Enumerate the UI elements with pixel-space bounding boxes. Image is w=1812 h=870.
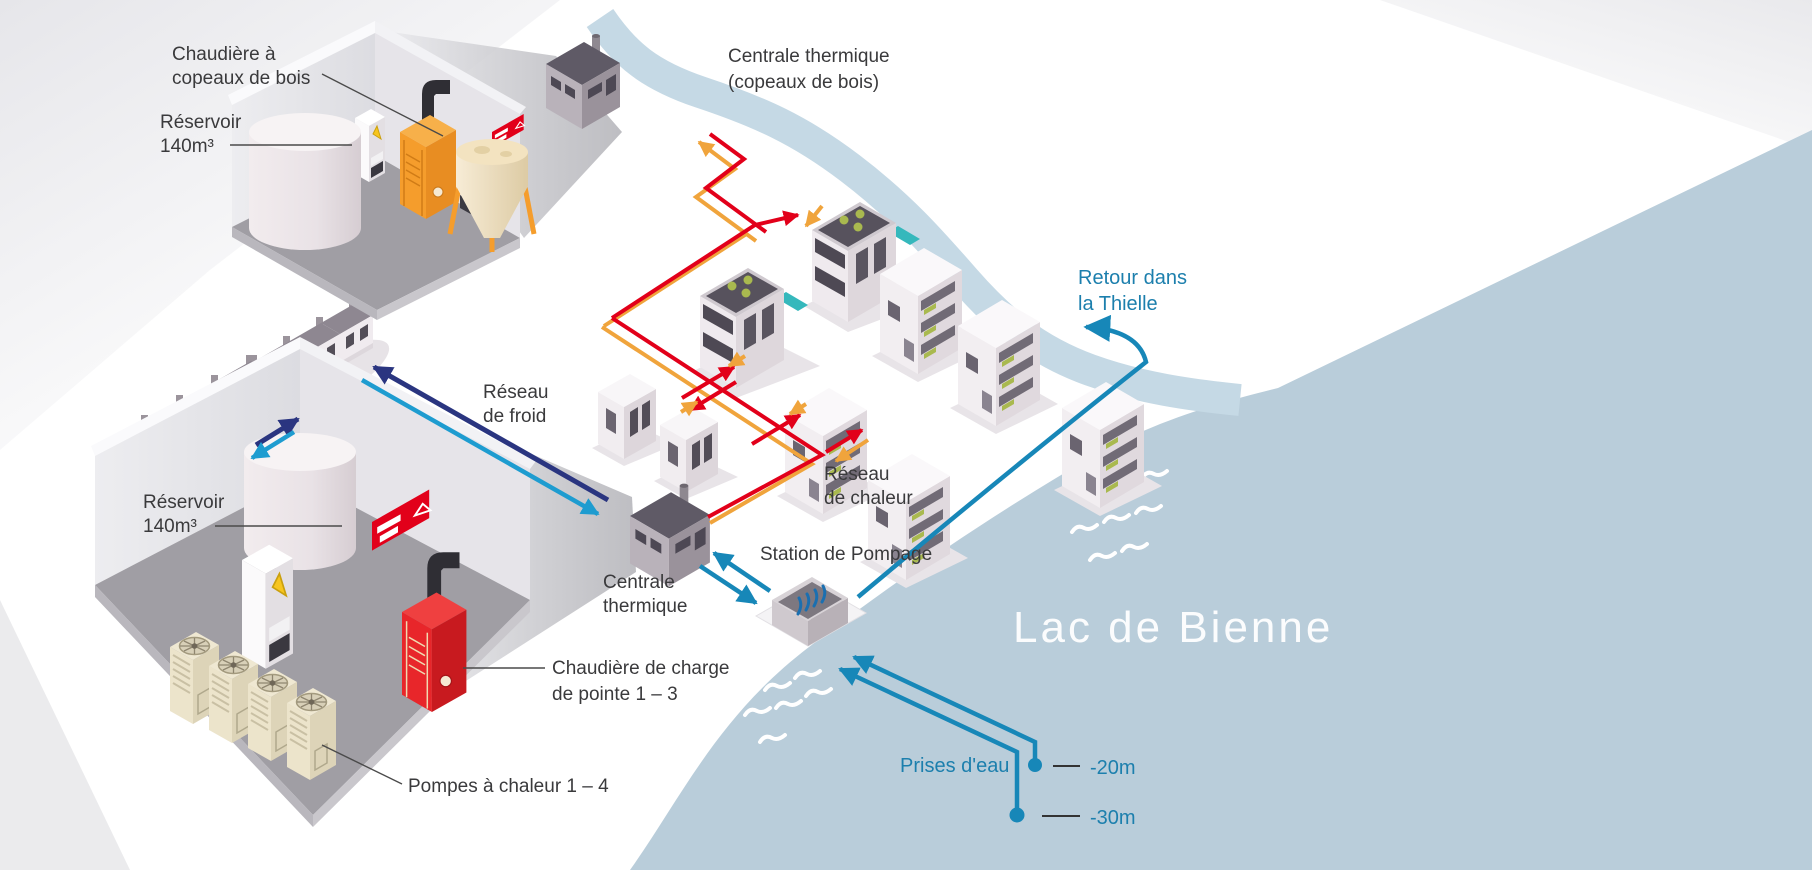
machine-room-top bbox=[228, 21, 534, 320]
woodchip-boiler-label-2: copeaux de bois bbox=[172, 68, 310, 89]
reservoir-top-label: Réservoir bbox=[160, 112, 242, 133]
river-thielle bbox=[586, 8, 1242, 416]
ground-wash-topleft bbox=[0, 0, 560, 450]
thermal-plant-label: Centrale bbox=[603, 572, 675, 593]
reservoir-top-label-2: 140m³ bbox=[160, 136, 214, 157]
machine-room-bottom bbox=[91, 337, 536, 827]
pointer-lines bbox=[215, 73, 545, 785]
woodchip-plant-label-2: (copeaux de bois) bbox=[728, 72, 879, 93]
depth-20m-label: -20m bbox=[1090, 757, 1136, 779]
reservoir-tank-top bbox=[249, 113, 361, 250]
reservoir-bottom-label-2: 140m³ bbox=[143, 516, 197, 537]
peak-boiler-label: Chaudière de charge bbox=[552, 658, 729, 679]
cold-network-label-2: de froid bbox=[483, 406, 546, 427]
ground-wash-bottomleft bbox=[0, 600, 130, 870]
pumping-station-label: Station de Pompage bbox=[760, 544, 932, 565]
woodchip-boiler-label: Chaudière à bbox=[172, 44, 276, 65]
ground-wash-topright bbox=[1380, 0, 1812, 150]
heat-network-label-2: de chaleur bbox=[824, 488, 913, 509]
wood-chip-boiler bbox=[400, 80, 456, 219]
cold-network bbox=[250, 364, 610, 516]
lake-label: Lac de Bienne bbox=[1013, 603, 1333, 652]
intake-point-30m bbox=[1009, 807, 1025, 823]
heat-network-label: Réseau bbox=[824, 464, 890, 485]
river-return-label: Retour dans bbox=[1078, 267, 1187, 289]
intake-point-20m bbox=[1028, 758, 1042, 772]
river-return-pipe bbox=[856, 314, 1149, 599]
lake-water-pipes bbox=[698, 314, 1149, 823]
thermal-plant-label-2: thermique bbox=[603, 596, 688, 617]
cold-network-label: Réseau bbox=[483, 382, 549, 403]
depth-30m-label: -30m bbox=[1090, 807, 1136, 829]
labels: Chaudière à copeaux de bois Réservoir 14… bbox=[143, 44, 1333, 829]
lake bbox=[630, 130, 1812, 870]
heat-pumps-label: Pompes à chaleur 1 – 4 bbox=[408, 776, 609, 797]
woodchip-plant-label: Centrale thermique bbox=[728, 46, 890, 67]
electrical-cabinet-bottom bbox=[241, 543, 294, 670]
heat-network bbox=[600, 132, 870, 525]
intake-pipe-20m bbox=[852, 654, 1038, 764]
peak-load-boiler bbox=[402, 552, 467, 713]
river-return-label-2: la Thielle bbox=[1078, 293, 1158, 315]
reservoir-bottom-label: Réservoir bbox=[143, 492, 225, 513]
intake-pipe-30m bbox=[838, 666, 1020, 814]
water-intake-label: Prises d'eau bbox=[900, 755, 1009, 777]
peak-boiler-label-2: de pointe 1 – 3 bbox=[552, 684, 678, 705]
